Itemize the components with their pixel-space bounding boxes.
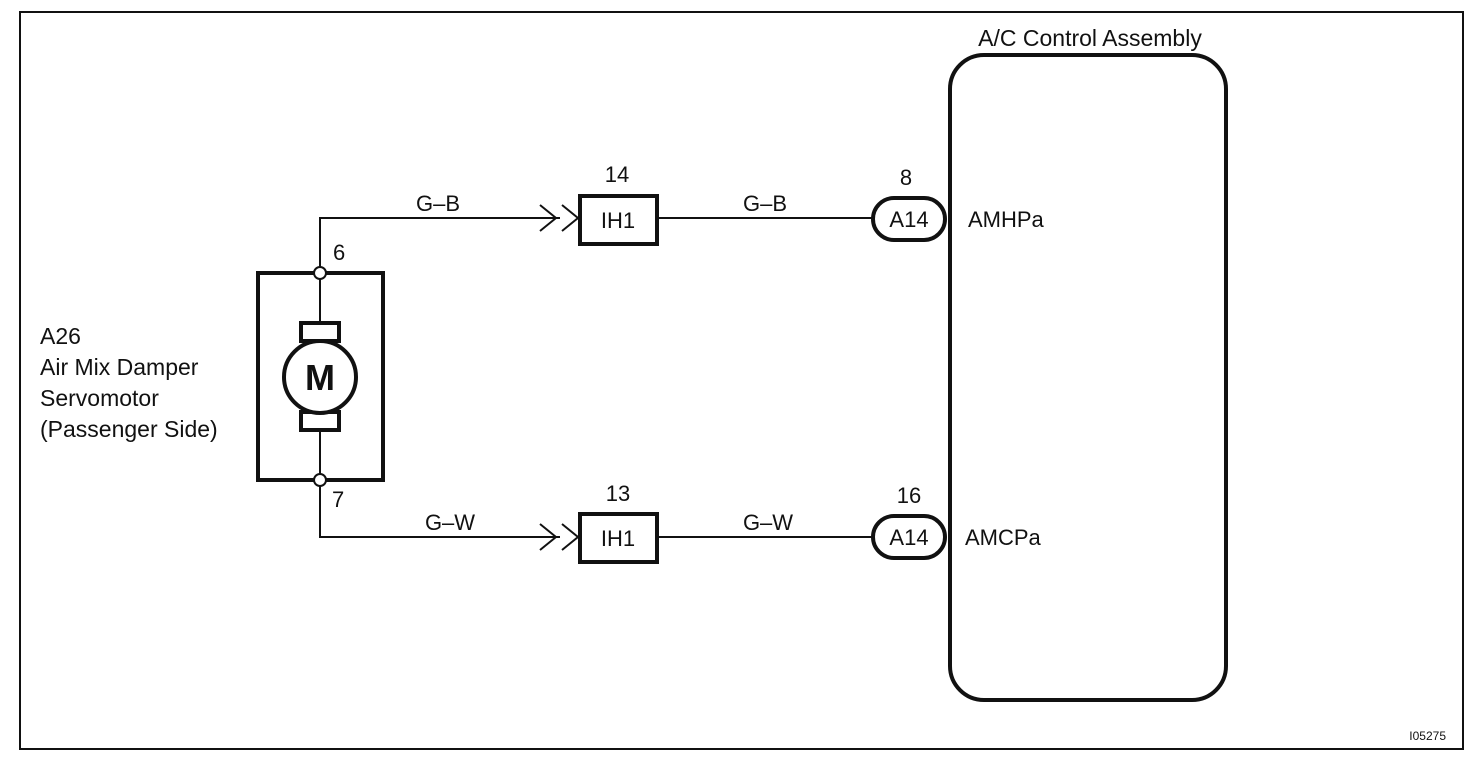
figure-id: I05275	[1409, 729, 1446, 743]
junction-connector-label-bottom: IH1	[601, 526, 635, 551]
junction-connector-top: IH1 14	[578, 162, 659, 246]
diagram-frame	[19, 11, 1464, 750]
wire-color-bottom-left: G–W	[425, 510, 475, 535]
wire-bottom: G–W G–W	[319, 486, 875, 551]
junction-pin-label-bottom: 13	[606, 481, 630, 506]
terminal-pin-label-bottom: 16	[897, 483, 921, 508]
terminal-pin-6	[313, 266, 327, 280]
component-name-line1: Air Mix Damper	[40, 354, 199, 380]
terminal-a14-pin8: A14 8 AMHPa	[871, 165, 1045, 242]
component-name-line3: (Passenger Side)	[40, 416, 218, 442]
motor-icon	[282, 339, 358, 415]
wire-top: G–B G–B	[319, 191, 875, 267]
pin-label-7: 7	[332, 487, 344, 512]
terminal-signal-top: AMHPa	[968, 207, 1045, 232]
terminal-connector-label-bottom: A14	[889, 525, 928, 550]
motor-brush-top	[299, 321, 341, 343]
pin-label-6: 6	[333, 240, 345, 265]
control-assembly-title: A/C Control Assembly	[978, 25, 1202, 51]
junction-box-bottom	[578, 512, 659, 564]
component-name-line2: Servomotor	[40, 385, 159, 411]
junction-connector-bottom: IH1 13	[578, 481, 659, 564]
terminal-pin-label-top: 8	[900, 165, 912, 190]
junction-box-top	[578, 194, 659, 246]
motor-symbol: M	[305, 357, 335, 398]
terminal-pin-7	[313, 473, 327, 487]
component-code: A26	[40, 323, 81, 349]
control-assembly-box	[948, 53, 1228, 702]
terminal-signal-bottom: AMCPa	[965, 525, 1042, 550]
junction-pin-label-top: 14	[605, 162, 629, 187]
wire-color-top-left: G–B	[416, 191, 460, 216]
terminal-connector-top	[871, 196, 947, 242]
servomotor-component: M 6 7	[256, 240, 385, 512]
wire-color-bottom-right: G–W	[743, 510, 793, 535]
wire-color-top-right: G–B	[743, 191, 787, 216]
terminal-connector-label-top: A14	[889, 207, 928, 232]
control-assembly: A/C Control Assembly A14 8 AMHPa A14 16 …	[871, 25, 1228, 702]
terminal-a14-pin16: A14 16 AMCPa	[871, 483, 1042, 560]
terminal-connector-bottom	[871, 514, 947, 560]
junction-connector-label-top: IH1	[601, 208, 635, 233]
